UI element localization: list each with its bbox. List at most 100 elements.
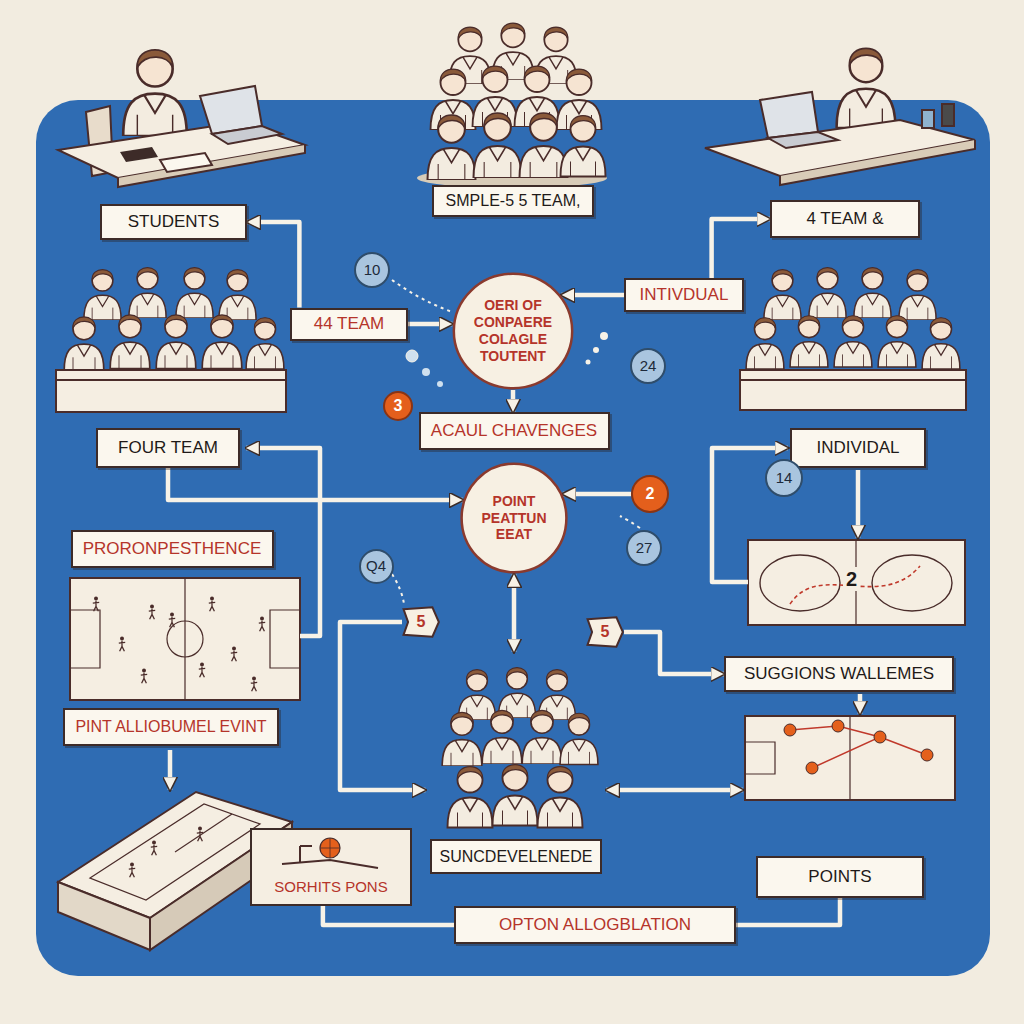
connector-line [512,574,517,652]
label-box: ACAUL CHAVENGES [419,412,610,450]
label-box: PINT ALLIOBUMEL EVINT [63,708,279,746]
node-label: 14 [776,469,793,487]
callout-badge: 14 [765,459,803,497]
text-holder: 14 [776,469,793,487]
team-group-left [56,268,286,412]
flag-marker: 5 [586,616,624,648]
node-label: 5 [417,612,426,631]
court-right [748,540,965,625]
label-box: SMPLE-5 5 TEAM, [432,185,594,217]
node-label: POINTS [808,867,871,887]
label-box: PRORONPESTHENCE [71,530,274,568]
node-label: SMPLE-5 5 TEAM, [446,191,581,210]
connector-line [511,390,516,412]
text-holder: Q4 [366,557,386,575]
label-box: SUGGIONS WALLEMES [724,656,954,692]
text-holder: PINT ALLIOBUMEL EVINT [75,717,266,736]
connector-arrow [561,295,624,296]
connector-arrow [712,219,770,278]
text-holder: 5 [417,612,426,631]
connector-arrow [513,390,514,412]
text-holder: 4 TEAM & [806,209,883,229]
node-label: POINT PEATTUN EEAT [473,493,555,543]
connector-line [168,468,463,500]
text-holder: POINT PEATTUN EEAT [473,493,555,543]
node-label: PINT ALLIOBUMEL EVINT [75,717,266,736]
court-bottom-right [745,716,955,800]
text-holder: POINTS [808,867,871,887]
callout-badge: 3 [383,391,413,421]
ball-trail [392,280,640,604]
connector-arrow [514,574,515,652]
node-label: SUGGIONS WALLEMES [744,664,934,684]
text-holder: 2 [646,484,655,503]
text-holder: SUGGIONS WALLEMES [744,664,934,684]
node-label: ACAUL CHAVENGES [431,421,597,441]
node-label: OERI OF CONPAERE COLAGLE TOUTENT [467,297,560,364]
outline [462,464,567,573]
outline [588,617,623,646]
court-left [70,578,300,700]
node-label: SUNCDEVELENEDE [440,847,593,866]
connector-arrow [247,222,299,308]
team-group-center [442,668,598,828]
text-holder: SORHITS PONS [274,878,387,896]
connector-line [736,898,840,925]
text-holder: STUDENTS [128,212,220,232]
connector-line [624,632,724,674]
connector-line [340,622,426,790]
text-holder: SMPLE-5 5 TEAM, [446,191,581,210]
callout-badge: Q4 [359,549,394,584]
connector-line [247,222,299,308]
label-box: FOUR TEAM [96,428,240,468]
people-group: SUNCDEVELENEDE [426,652,607,874]
text-holder: PRORONPESTHENCE [83,539,262,559]
node-label: 2 [646,484,655,503]
label-box: STUDENTS [100,204,247,240]
text-holder: 3 [394,396,403,415]
callout-badge: 24 [630,348,666,384]
node-label: 5 [601,622,610,641]
label-box: 4 TEAM & [770,200,920,238]
text-holder: INDIVIDAL [816,438,899,458]
connector-line [563,492,631,497]
text-holder: 10 [364,261,381,279]
label-box: INDIVIDAL [790,428,926,468]
outline [454,274,572,388]
node-label: INDIVIDAL [816,438,899,458]
label-box: POINTS [756,856,924,898]
connector-line [561,293,624,298]
node-label: INTIVDUAL [640,285,729,305]
connector-line [408,322,452,327]
node-label: SORHITS PONS [274,878,387,896]
text-holder: 24 [640,357,657,375]
text-holder: INTIVDUAL [640,285,729,305]
text-holder: 44 TEAM [314,314,385,334]
node-label: PRORONPESTHENCE [83,539,262,559]
connector-line [323,906,454,925]
label-box: INTIVDUAL [624,278,744,312]
picture-frame: SORHITS PONS [250,828,412,906]
label-box: 44 TEAM [290,308,408,341]
text-holder: 5 [601,622,610,641]
node-label: STUDENTS [128,212,220,232]
node-label: 24 [640,357,657,375]
text-holder: FOUR TEAM [118,438,218,458]
node-label: FOUR TEAM [118,438,218,458]
team-group-right [740,268,966,410]
callout-badge: 10 [354,252,390,288]
process-circle: POINT PEATTUN EEAT [460,462,568,574]
text-holder: OPTON ALLOGBLATION [499,915,691,935]
connector-arrow [563,494,631,495]
connector-arrow [323,906,454,925]
court-number: 2 [843,567,860,591]
node-label: 4 TEAM & [806,209,883,229]
node-label: 3 [394,396,403,415]
callout-badge: 27 [626,530,662,566]
label-box: OPTON ALLOGBLATION [454,906,736,944]
node-label: 44 TEAM [314,314,385,334]
node-label: 27 [636,539,653,557]
student-at-desk-right [705,48,975,185]
